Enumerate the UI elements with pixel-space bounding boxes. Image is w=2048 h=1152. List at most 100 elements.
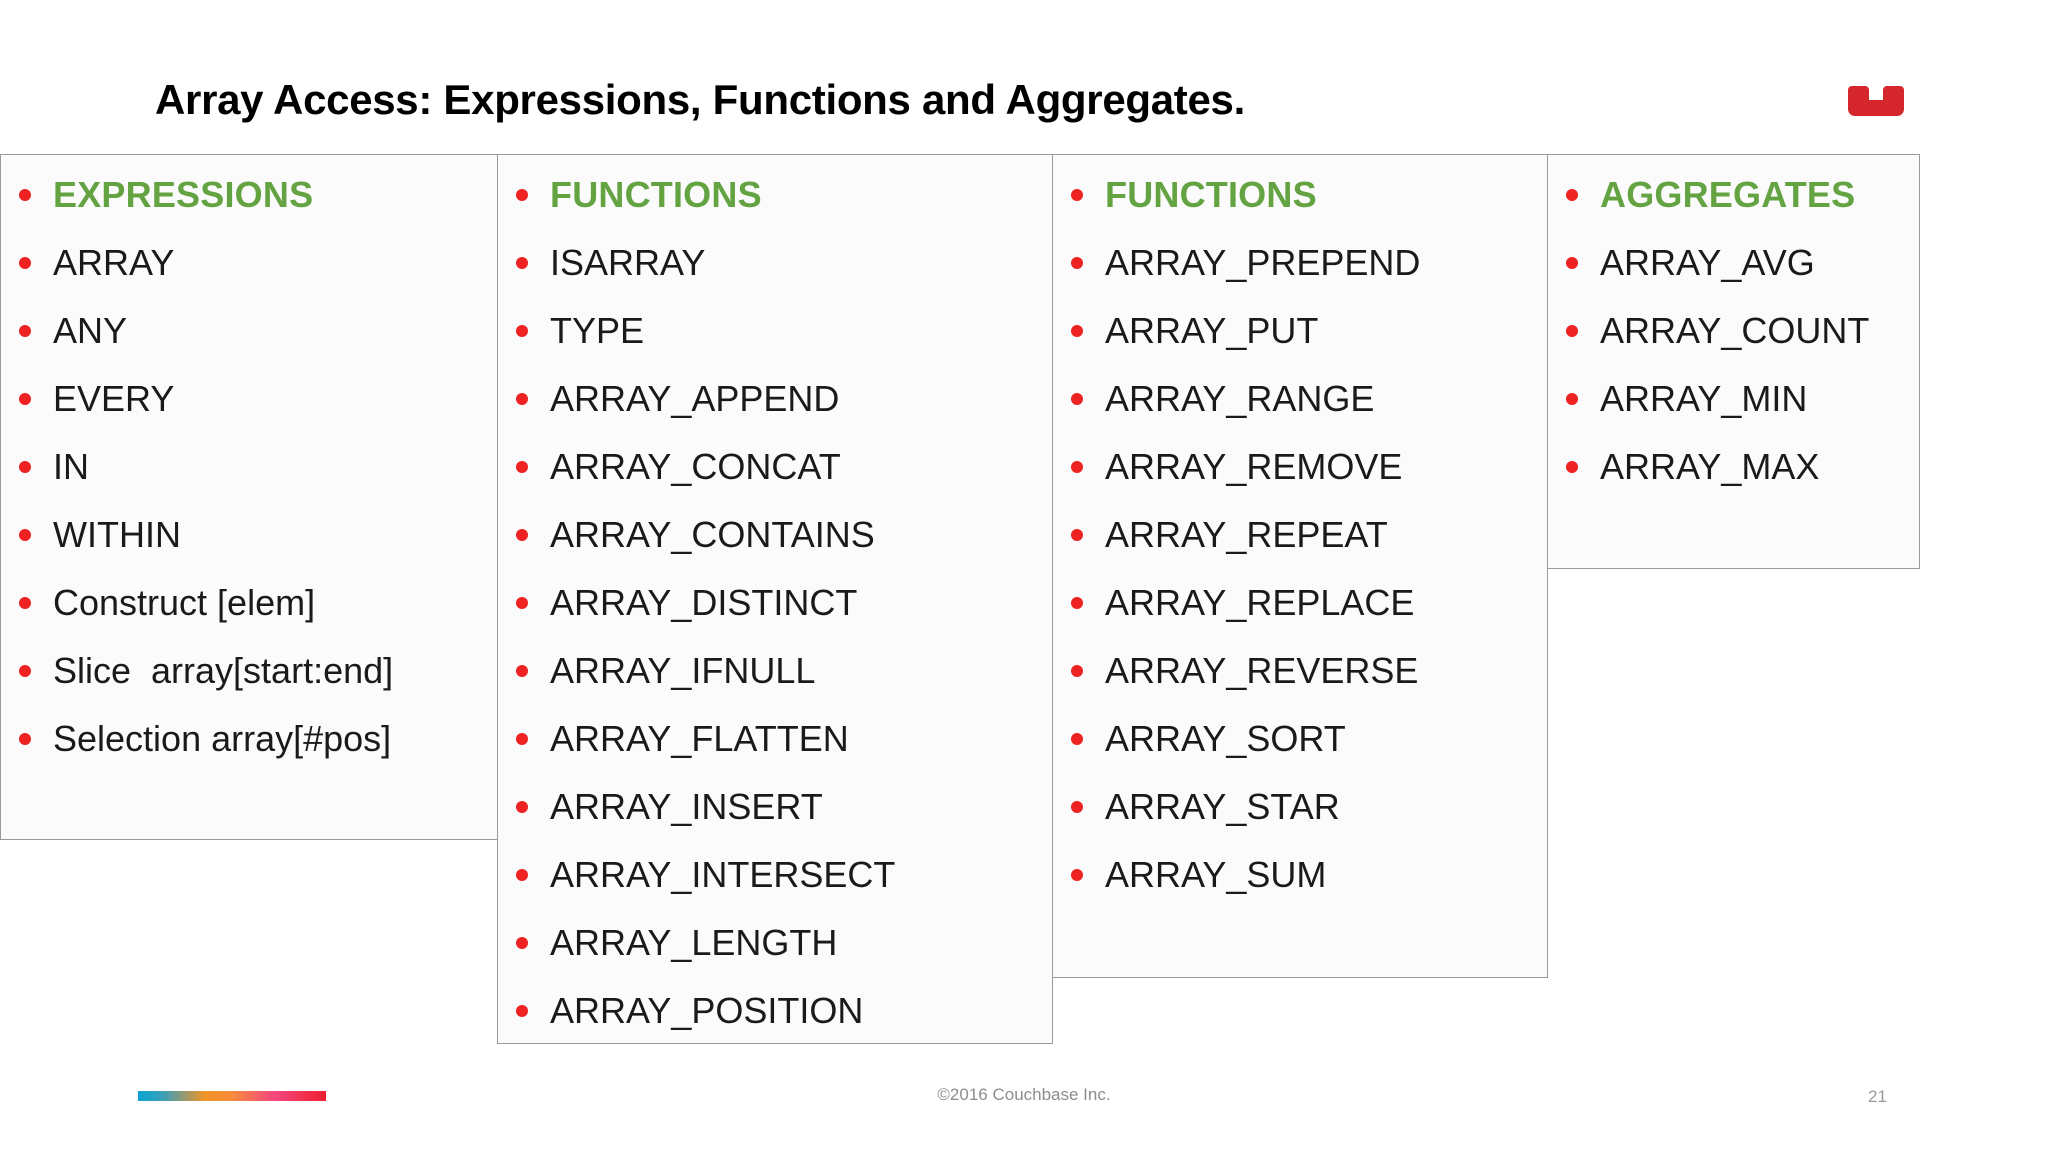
list-item-label: ARRAY [53, 242, 175, 283]
list-item-label: Slice array[start:end] [53, 650, 394, 691]
bullet-dot-icon [1071, 801, 1083, 813]
list-item: ARRAY_IFNULL [498, 653, 1052, 721]
list-item: ARRAY_LENGTH [498, 925, 1052, 993]
bullet-dot-icon [1071, 597, 1083, 609]
brand-accent-bar [138, 1091, 326, 1101]
list-item-label: Construct [elem] [53, 582, 316, 623]
expressions-list: EXPRESSIONS ARRAY ANY EVERY IN WITHIN Co… [1, 155, 497, 789]
list-item-label: ARRAY_AVG [1600, 242, 1815, 283]
list-item: ARRAY_MAX [1548, 449, 1919, 517]
list-item-label: ARRAY_REPEAT [1105, 514, 1388, 555]
list-item-label: ARRAY_MIN [1600, 378, 1808, 419]
list-item: ARRAY_MIN [1548, 381, 1919, 449]
list-item-heading: EXPRESSIONS [1, 177, 497, 245]
list-item: ARRAY_CONTAINS [498, 517, 1052, 585]
bullet-dot-icon [516, 257, 528, 269]
list-item-heading: FUNCTIONS [1053, 177, 1547, 245]
list-item-heading: FUNCTIONS [498, 177, 1052, 245]
list-item-label: ARRAY_FLATTEN [550, 718, 849, 759]
list-item-label: ARRAY_RANGE [1105, 378, 1375, 419]
bullet-dot-icon [19, 325, 31, 337]
functions-2-list: FUNCTIONS ARRAY_PREPEND ARRAY_PUT ARRAY_… [1053, 155, 1547, 925]
bullet-dot-icon [19, 189, 31, 201]
list-item: ANY [1, 313, 497, 381]
column-heading-label: EXPRESSIONS [53, 174, 314, 215]
list-item-label: ARRAY_MAX [1600, 446, 1820, 487]
list-item: TYPE [498, 313, 1052, 381]
list-item: Slice array[start:end] [1, 653, 497, 721]
list-item-label: ISARRAY [550, 242, 706, 283]
list-item: ARRAY_APPEND [498, 381, 1052, 449]
bullet-dot-icon [19, 529, 31, 541]
bullet-dot-icon [1566, 393, 1578, 405]
list-item: ARRAY_INTERSECT [498, 857, 1052, 925]
bullet-dot-icon [1071, 733, 1083, 745]
column-heading-label: AGGREGATES [1600, 174, 1856, 215]
list-item-label: EVERY [53, 378, 175, 419]
list-item-label: ARRAY_PUT [1105, 310, 1319, 351]
bullet-dot-icon [516, 325, 528, 337]
bullet-dot-icon [1566, 257, 1578, 269]
list-item: ARRAY_POSITION [498, 993, 1052, 1061]
bullet-dot-icon [516, 461, 528, 473]
bullet-dot-icon [516, 869, 528, 881]
list-item: ARRAY_REPLACE [1053, 585, 1547, 653]
list-item: ARRAY_REPEAT [1053, 517, 1547, 585]
list-item-label: ARRAY_COUNT [1600, 310, 1870, 351]
list-item: ARRAY_SUM [1053, 857, 1547, 925]
list-item: ARRAY_INSERT [498, 789, 1052, 857]
column-heading-label: FUNCTIONS [1105, 174, 1317, 215]
list-item-label: ARRAY_REPLACE [1105, 582, 1415, 623]
bullet-dot-icon [1071, 189, 1083, 201]
column-aggregates: AGGREGATES ARRAY_AVG ARRAY_COUNT ARRAY_M… [1547, 154, 1920, 569]
list-item-label: ARRAY_CONTAINS [550, 514, 875, 555]
list-item: ARRAY_COUNT [1548, 313, 1919, 381]
page-number: 21 [1868, 1087, 1887, 1106]
bullet-dot-icon [1071, 869, 1083, 881]
bullet-dot-icon [1071, 461, 1083, 473]
couchbase-logo-icon [1848, 86, 1904, 116]
bullet-dot-icon [1071, 393, 1083, 405]
bullet-dot-icon [516, 189, 528, 201]
bullet-dot-icon [19, 597, 31, 609]
list-item: IN [1, 449, 497, 517]
page-title: Array Access: Expressions, Functions and… [155, 76, 1245, 123]
list-item-label: WITHIN [53, 514, 181, 555]
bullet-dot-icon [19, 461, 31, 473]
bullet-dot-icon [516, 1005, 528, 1017]
list-item-heading: AGGREGATES [1548, 177, 1919, 245]
bullet-dot-icon [516, 597, 528, 609]
column-functions-2: FUNCTIONS ARRAY_PREPEND ARRAY_PUT ARRAY_… [1052, 154, 1548, 978]
aggregates-list: AGGREGATES ARRAY_AVG ARRAY_COUNT ARRAY_M… [1548, 155, 1919, 517]
column-expressions: EXPRESSIONS ARRAY ANY EVERY IN WITHIN Co… [0, 154, 498, 840]
bullet-dot-icon [1071, 325, 1083, 337]
list-item: ARRAY_SORT [1053, 721, 1547, 789]
list-item: ARRAY [1, 245, 497, 313]
list-item-label: ARRAY_SUM [1105, 854, 1327, 895]
bullet-dot-icon [1071, 665, 1083, 677]
bullet-dot-icon [516, 529, 528, 541]
footer-copyright: ©2016 Couchbase Inc. [937, 1085, 1111, 1104]
list-item-label: ARRAY_INTERSECT [550, 854, 896, 895]
list-item: ARRAY_REVERSE [1053, 653, 1547, 721]
list-item-label: TYPE [550, 310, 645, 351]
list-item-label: ARRAY_REMOVE [1105, 446, 1403, 487]
list-item: ARRAY_FLATTEN [498, 721, 1052, 789]
bullet-dot-icon [19, 393, 31, 405]
list-item: ARRAY_CONCAT [498, 449, 1052, 517]
list-item-label: ARRAY_LENGTH [550, 922, 838, 963]
bullet-dot-icon [516, 665, 528, 677]
bullet-dot-icon [19, 257, 31, 269]
list-item-label: ARRAY_INSERT [550, 786, 823, 827]
column-heading-label: FUNCTIONS [550, 174, 762, 215]
list-item-label: IN [53, 446, 89, 487]
list-item: ARRAY_STAR [1053, 789, 1547, 857]
list-item-label: ARRAY_DISTINCT [550, 582, 858, 623]
list-item-label: ARRAY_APPEND [550, 378, 840, 419]
functions-1-list: FUNCTIONS ISARRAY TYPE ARRAY_APPEND ARRA… [498, 155, 1052, 1061]
bullet-dot-icon [19, 665, 31, 677]
bullet-dot-icon [19, 733, 31, 745]
list-item: ISARRAY [498, 245, 1052, 313]
list-item-label: ARRAY_REVERSE [1105, 650, 1419, 691]
bullet-dot-icon [1566, 325, 1578, 337]
